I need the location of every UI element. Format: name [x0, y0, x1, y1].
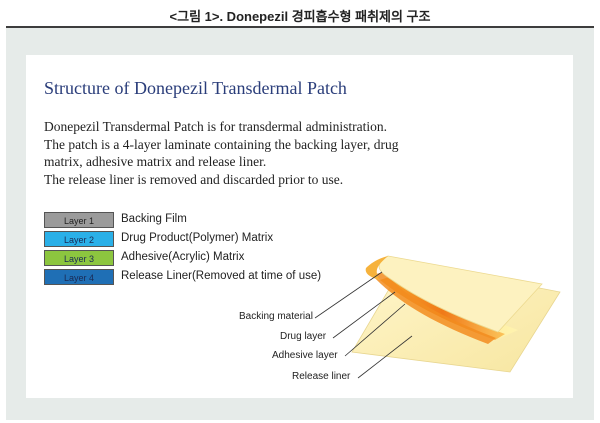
description-line: Donepezil Transdermal Patch is for trans…	[44, 119, 388, 134]
diagram-title: Structure of Donepezil Transdermal Patch	[44, 78, 347, 98]
legend-label: Adhesive(Acrylic) Matrix	[121, 251, 245, 263]
legend-swatch: Layer 1	[44, 212, 114, 228]
legend-label: Drug Product(Polymer) Matrix	[121, 232, 274, 244]
legend-swatch: Layer 4	[44, 269, 114, 285]
patch-fold-shape	[365, 256, 388, 280]
legend-swatch: Layer 3	[44, 250, 114, 266]
legend-label: Release Liner(Removed at time of use)	[121, 270, 322, 282]
callout-line-drug	[332, 291, 396, 339]
callout-drug-layer: Drug layer	[280, 331, 327, 342]
callout-release-liner: Release liner	[292, 371, 351, 382]
callout-backing-material: Backing material	[239, 311, 313, 322]
callout-line-release	[357, 335, 413, 379]
description-line: The release liner is removed and discard…	[44, 171, 344, 187]
figure-caption: <그림 1>. Donepezil 경피흡수형 패취제의 구조	[169, 9, 431, 24]
description: Donepezil Transdermal Patch is for trans…	[44, 118, 424, 188]
legend-label: Backing Film	[121, 213, 187, 225]
description-line: The patch is a 4-layer laminate containi…	[44, 136, 399, 152]
description-line: matrix, adhesive matrix and release line…	[44, 154, 267, 169]
callout-line-backing	[314, 271, 383, 319]
patch-drug-layer-curl-shape	[372, 272, 496, 344]
patch-backing-layer-shape	[378, 255, 543, 333]
legend-swatch: Layer 2	[44, 231, 114, 247]
callout-adhesive-layer: Adhesive layer	[272, 350, 338, 361]
callout-line-adhesive	[344, 303, 406, 357]
